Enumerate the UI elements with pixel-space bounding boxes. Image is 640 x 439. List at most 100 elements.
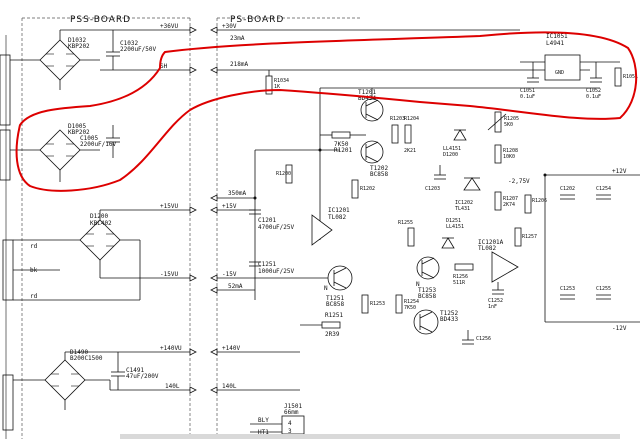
ic1051-label: IC1051 — [546, 33, 568, 40]
t1253-label: T1253 — [418, 287, 436, 294]
rail-p15v: +15V — [222, 203, 237, 210]
t1202-label: T1202 — [370, 165, 388, 172]
capacitor-c1201 — [249, 209, 261, 215]
diode-d1251 — [441, 237, 455, 249]
t1251-value: BC858 — [326, 301, 344, 308]
r1204-label: R1204 — [404, 116, 419, 122]
red-highlight-annotation — [15, 31, 638, 192]
resistor-r1204 — [404, 124, 412, 144]
opamp-ic1201a — [491, 251, 519, 283]
ic1051-value: L4941 — [546, 40, 564, 47]
transistor-t1252 — [413, 309, 439, 335]
c1005-label: C1005 — [80, 135, 98, 142]
bottom-scrollbar[interactable] — [120, 434, 620, 439]
ic1202-label: IC1202 — [455, 200, 473, 206]
rail-p140v: +140V — [222, 345, 240, 352]
capacitor-c1491 — [111, 352, 125, 390]
t1201-value: BD434 — [358, 95, 376, 102]
potentiometer-r1205 — [487, 111, 507, 133]
diode-ll4151b-label: LL4151 — [446, 224, 464, 230]
r1207-label: R1207 — [503, 196, 518, 202]
resistor-r1255 — [407, 227, 415, 247]
t1201-label: T1201 — [358, 89, 376, 96]
c1203-label: C1203 — [425, 186, 440, 192]
c1052-value: 0.1uF — [586, 94, 601, 100]
r1201-value: 7K50 — [334, 141, 349, 148]
ic1201-label: IC1201 — [328, 207, 350, 214]
c1201-label: C1201 — [258, 217, 276, 224]
board-connectors — [189, 26, 218, 394]
resistor-r1203 — [391, 124, 399, 144]
capacitor-c1251 — [249, 261, 261, 267]
rail-l140b: 140L — [222, 383, 237, 390]
capacitor-c1202 — [560, 194, 575, 200]
rail-m12v: -12V — [612, 325, 627, 332]
pss-board-title: PSS-BOARD — [70, 15, 131, 25]
r1205-value: 5K0 — [504, 122, 513, 128]
r1201-label: R1201 — [334, 147, 352, 154]
t1252-value: BD433 — [440, 316, 458, 323]
r1255-label: R1255 — [398, 220, 413, 226]
r1034-label: R1034 — [274, 78, 289, 84]
c1252-value: 1nF — [488, 304, 497, 310]
resistor-r1256 — [454, 263, 474, 271]
ic1051-gnd: GND — [555, 70, 564, 76]
diode-ll4151 — [453, 129, 467, 141]
capacitor-c1203 — [434, 165, 446, 180]
rail-218ma: 218mA — [230, 61, 248, 68]
r1254-value: 7K50 — [404, 305, 416, 311]
ic1201-value: TL082 — [328, 214, 346, 221]
rail-p30v: +30V — [222, 23, 237, 30]
t1251-n: N — [324, 285, 328, 292]
resistor-r1034 — [265, 70, 273, 95]
j1501-pin4: 4 — [288, 420, 292, 427]
rail-l140: 140L — [165, 383, 180, 390]
shunt-ref-ic1202 — [463, 177, 481, 191]
t1251-label: T1251 — [326, 295, 344, 302]
t1252-label: T1252 — [440, 310, 458, 317]
rail-52ma: 52mA — [228, 283, 243, 290]
resistor-r1206 — [524, 194, 532, 214]
d1200-value: KBL402 — [90, 220, 112, 227]
ic1202-value: TL431 — [455, 206, 470, 212]
opamp-ic1201 — [311, 214, 333, 246]
ps-board-wiring — [217, 29, 640, 391]
c1005-value: 2200uF/16V — [80, 141, 117, 148]
c1251-label: C1251 — [258, 261, 276, 268]
r1203-label: R1203 — [390, 116, 405, 122]
capacitor-c1255 — [596, 294, 611, 300]
rail-m15v: -15V — [222, 271, 237, 278]
rail-m2v75: -2,75V — [508, 178, 530, 185]
resistor-r1207 — [494, 191, 502, 211]
diode-d1200-label: D1200 — [443, 152, 458, 158]
bridge-rectifier-d1032 — [10, 29, 190, 90]
r1208-label: R1208 — [503, 148, 518, 154]
capacitor-c1254 — [596, 194, 611, 200]
c1052-label: C1052 — [586, 88, 601, 94]
r1203-value: 2K21 — [404, 148, 416, 154]
rail-m15vu: -15VU — [160, 271, 178, 278]
c1491-value: 47uF/200V — [126, 373, 159, 380]
c1491-label: C1491 — [126, 367, 144, 374]
d1032-value: KBP202 — [68, 43, 90, 50]
r1251-value: 2R39 — [325, 331, 340, 338]
t1202-value: BC858 — [370, 171, 388, 178]
rail-23ma: 23mA — [230, 35, 245, 42]
board-borders — [21, 17, 360, 439]
c1051-label: C1051 — [520, 88, 535, 94]
c1051-value: 0.1uF — [520, 94, 535, 100]
r1051-label: R1051 — [623, 74, 638, 80]
diode-ll4151-label: LL4151 — [443, 146, 461, 152]
r1206-label: R1206 — [532, 198, 547, 204]
r1205-label: R1205 — [504, 116, 519, 122]
bridge-rectifier-d1490 — [13, 351, 190, 410]
wire-rd-1: rd — [30, 243, 38, 250]
wire-rd-2: rd — [30, 293, 38, 300]
t1253-value: BC858 — [418, 293, 436, 300]
c1032-label: C1032 — [120, 40, 138, 47]
c1251-value: 1000uF/25V — [258, 268, 295, 275]
r1251-label: R1251 — [325, 312, 343, 319]
transistor-t1253 — [416, 256, 440, 280]
rail-p140vu: +140VU — [160, 345, 182, 352]
